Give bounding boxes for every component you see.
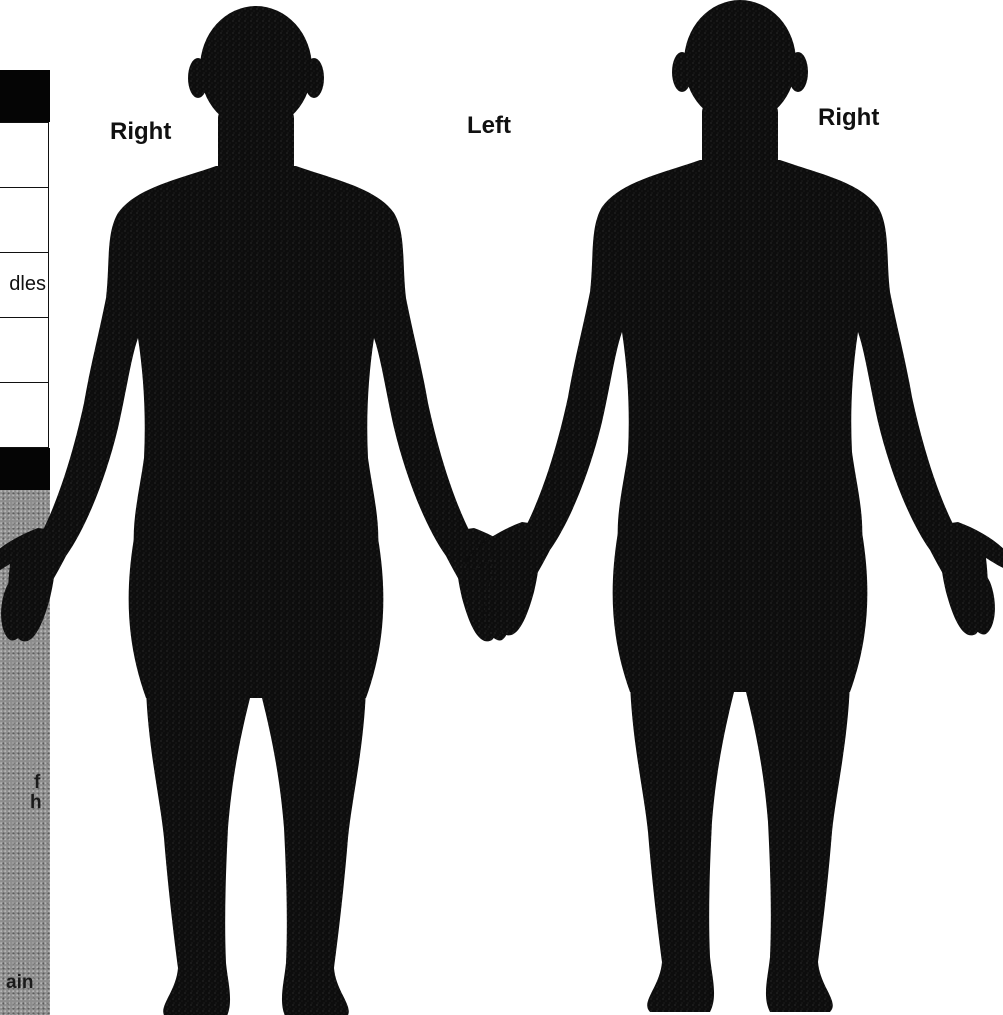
- front-right-side-label: Right: [110, 118, 171, 146]
- back-view-figure: [462, 0, 1003, 1012]
- front-left-side-label: Left: [467, 112, 511, 140]
- back-right-side-label: Right: [818, 104, 879, 132]
- front-view-figure: [0, 6, 534, 1015]
